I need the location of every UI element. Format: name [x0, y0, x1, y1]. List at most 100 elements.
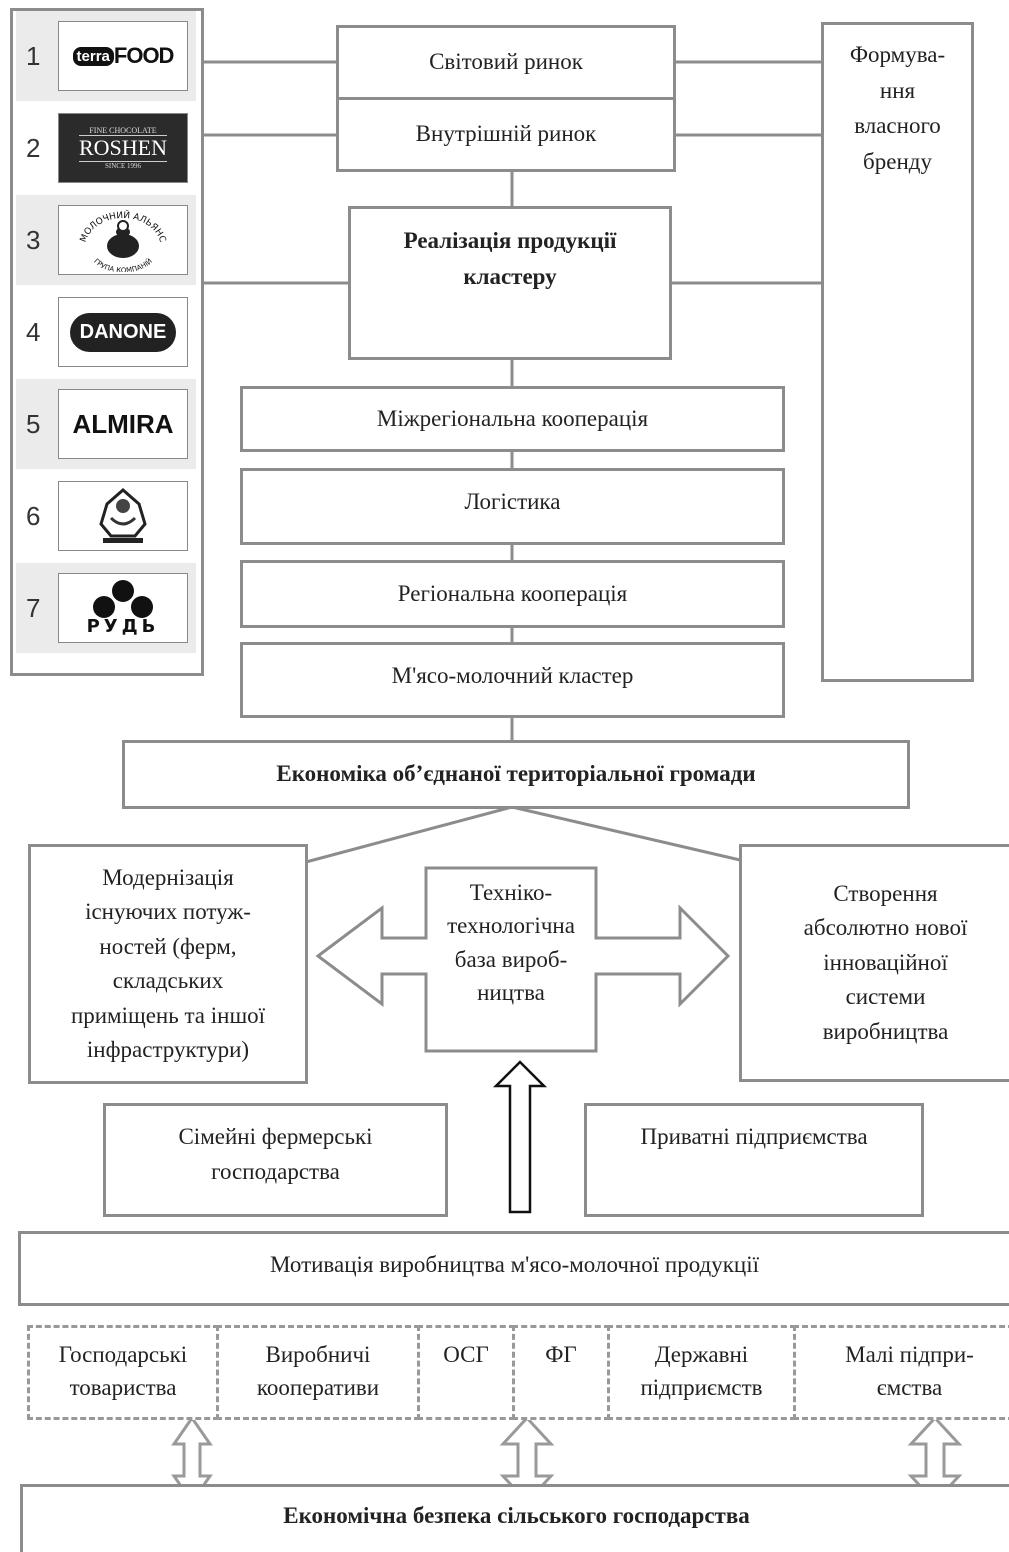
meat-dairy-cluster-label: М'ясо-молочний кластер: [391, 663, 634, 688]
entity-line: ОСГ: [443, 1342, 489, 1367]
community-economy-label: Економіка об’єднаної територіальної гром…: [276, 761, 756, 787]
cossack-figure-icon: [99, 488, 147, 543]
entity-line: підприємств: [640, 1375, 763, 1401]
entity-small-enterprises: Малі підпри- ємства: [793, 1325, 1009, 1420]
logo-number: 2: [26, 133, 41, 163]
logo-number: 3: [26, 225, 41, 255]
roshen-logo: FINE CHOCOLATE ROSHEN SINCE 1996: [58, 113, 188, 183]
double-arrow-tech-base: [315, 866, 731, 1053]
realization-text: Реалізація продукції кластеру: [404, 223, 617, 294]
motivation-label: Мотивація виробництва м'ясо-молочної про…: [270, 1252, 759, 1277]
innovation-line: виробництва: [822, 1018, 949, 1044]
entity-text: Малі підпри- ємства: [815, 1338, 1005, 1405]
logo-row-4: 4 DANONE: [16, 287, 196, 377]
modernization-line: ностей (ферм,: [99, 933, 237, 959]
danone-logo: DANONE: [58, 297, 188, 367]
logo-row-2: 2 FINE CHOCOLATE ROSHEN SINCE 1996: [16, 103, 196, 193]
logistics-box: Логістика: [240, 468, 785, 545]
innovation-line: системи: [845, 984, 926, 1010]
logo-row-7: 7 РУДЬ: [16, 563, 196, 653]
logo-row-6: 6: [16, 471, 196, 561]
logo-text: РУДЬ: [86, 616, 160, 637]
innovation-text: Створення абсолютно нової інноваційної с…: [753, 877, 1009, 1050]
logo-text: DANONE: [69, 312, 177, 352]
logo-number: 5: [26, 409, 41, 439]
economic-security-box: Економічна безпека сільського господарст…: [20, 1484, 1009, 1552]
meat-dairy-cluster-box: М'ясо-молочний кластер: [240, 642, 785, 718]
entity-line: кооперативи: [256, 1375, 380, 1401]
modernization-line: приміщень та іншої: [70, 1002, 266, 1028]
modernization-box: Модернізація існуючих потуж- ностей (фер…: [28, 844, 308, 1084]
innovation-line: Створення: [833, 880, 938, 906]
modernization-text: Модернізація існуючих потуж- ностей (фер…: [71, 861, 265, 1068]
jug-emblem-icon: МОЛОЧНИЙ АЛЬЯНС ГРУПА КОМПАНІЙ: [79, 209, 167, 272]
realization-line: кластеру: [463, 263, 557, 289]
entity-text: Виробничі кооперативи: [257, 1338, 379, 1405]
tech-base-text: Техніко- технологічна база вироб- ництва: [426, 876, 596, 1009]
entity-business-partnerships: Господарські товариства: [27, 1325, 219, 1420]
private-enterprises-label: Приватні підприємства: [640, 1124, 868, 1149]
logo-number: 1: [26, 41, 41, 71]
economic-security-label: Економічна безпека сільського господарст…: [283, 1503, 750, 1528]
innovation-line: інноваційної: [823, 949, 948, 975]
entity-line: ємства: [876, 1375, 943, 1401]
innovation-system-box: Створення абсолютно нової інноваційної с…: [739, 844, 1009, 1082]
family-farms-text: Сімейні фермерські господарства: [178, 1120, 372, 1189]
logo-row-5: 5 ALMIRA: [16, 379, 196, 469]
tech-base-line: база вироб-: [454, 946, 568, 972]
own-brand-text: Формува- ння власного бренду: [850, 37, 945, 180]
domestic-market-box: Внутрішній ринок: [336, 97, 676, 172]
own-brand-line: власного: [854, 113, 941, 139]
entity-line: ФГ: [545, 1342, 577, 1367]
logo-ring-text: ГРУПА КОМПАНІЙ: [92, 256, 154, 272]
entity-osg: ОСГ: [417, 1325, 515, 1420]
entity-fg: ФГ: [512, 1325, 610, 1420]
own-brand-line: ння: [879, 77, 916, 103]
interregional-cooperation-label: Міжрегіональна кооперація: [376, 405, 649, 431]
realization-box: Реалізація продукції кластеру: [348, 206, 672, 360]
own-brand-box: Формува- ння власного бренду: [821, 22, 974, 682]
entity-line: Господарські: [58, 1342, 188, 1367]
line-economy-innovation: [511, 805, 741, 862]
up-arrow: [492, 1060, 548, 1214]
family-farms-line: господарства: [211, 1158, 340, 1184]
innovation-line: абсолютно нової: [803, 915, 968, 941]
tech-base-line: технологічна: [447, 913, 575, 939]
three-circles-icon: [93, 580, 153, 618]
logo-number: 6: [26, 501, 41, 531]
entity-line: Малі підпри-: [845, 1342, 974, 1367]
logo-text-small: FINE CHOCOLATE: [89, 126, 157, 136]
community-economy-box: Економіка об’єднаної територіальної гром…: [122, 740, 910, 809]
entity-line: товариства: [69, 1375, 177, 1401]
cossack-emblem-logo: [58, 481, 188, 551]
logo-text: ALMIRA: [72, 408, 174, 439]
tech-base-line: ництва: [477, 980, 545, 1006]
logo-text-small: SINCE 1996: [105, 161, 141, 170]
regional-cooperation-label: Регіональна кооперація: [397, 580, 628, 606]
world-market-label: Світовий ринок: [429, 49, 583, 75]
domestic-market-label: Внутрішній ринок: [415, 121, 597, 147]
family-farms-line: Сімейні фермерські: [178, 1124, 373, 1149]
modernization-line: Модернізація: [102, 864, 234, 890]
logo-text-part: FOOD: [113, 43, 175, 68]
almira-logo: ALMIRA: [58, 389, 188, 459]
logistics-label: Логістика: [464, 489, 561, 514]
logo-row-3: 3 МОЛОЧНИЙ АЛЬЯНС ГРУПА КОМПАНІЙ: [16, 195, 196, 285]
entity-production-cooperatives: Виробничі кооперативи: [216, 1325, 420, 1420]
logo-number: 4: [26, 317, 41, 347]
entity-line: Виробничі: [265, 1342, 371, 1367]
logo-number: 7: [26, 593, 41, 623]
family-farms-box: Сімейні фермерські господарства: [103, 1103, 448, 1217]
logo-text-part: terra: [72, 46, 114, 66]
modernization-line: інфраструктури): [86, 1037, 250, 1062]
world-market-box: Світовий ринок: [336, 25, 676, 100]
entity-text: Державні підприємств: [640, 1338, 762, 1405]
entity-line: Державні: [654, 1342, 749, 1367]
svg-text:ГРУПА КОМПАНІЙ: ГРУПА КОМПАНІЙ: [92, 256, 154, 272]
motivation-box: Мотивація виробництва м'ясо-молочної про…: [18, 1231, 1009, 1306]
